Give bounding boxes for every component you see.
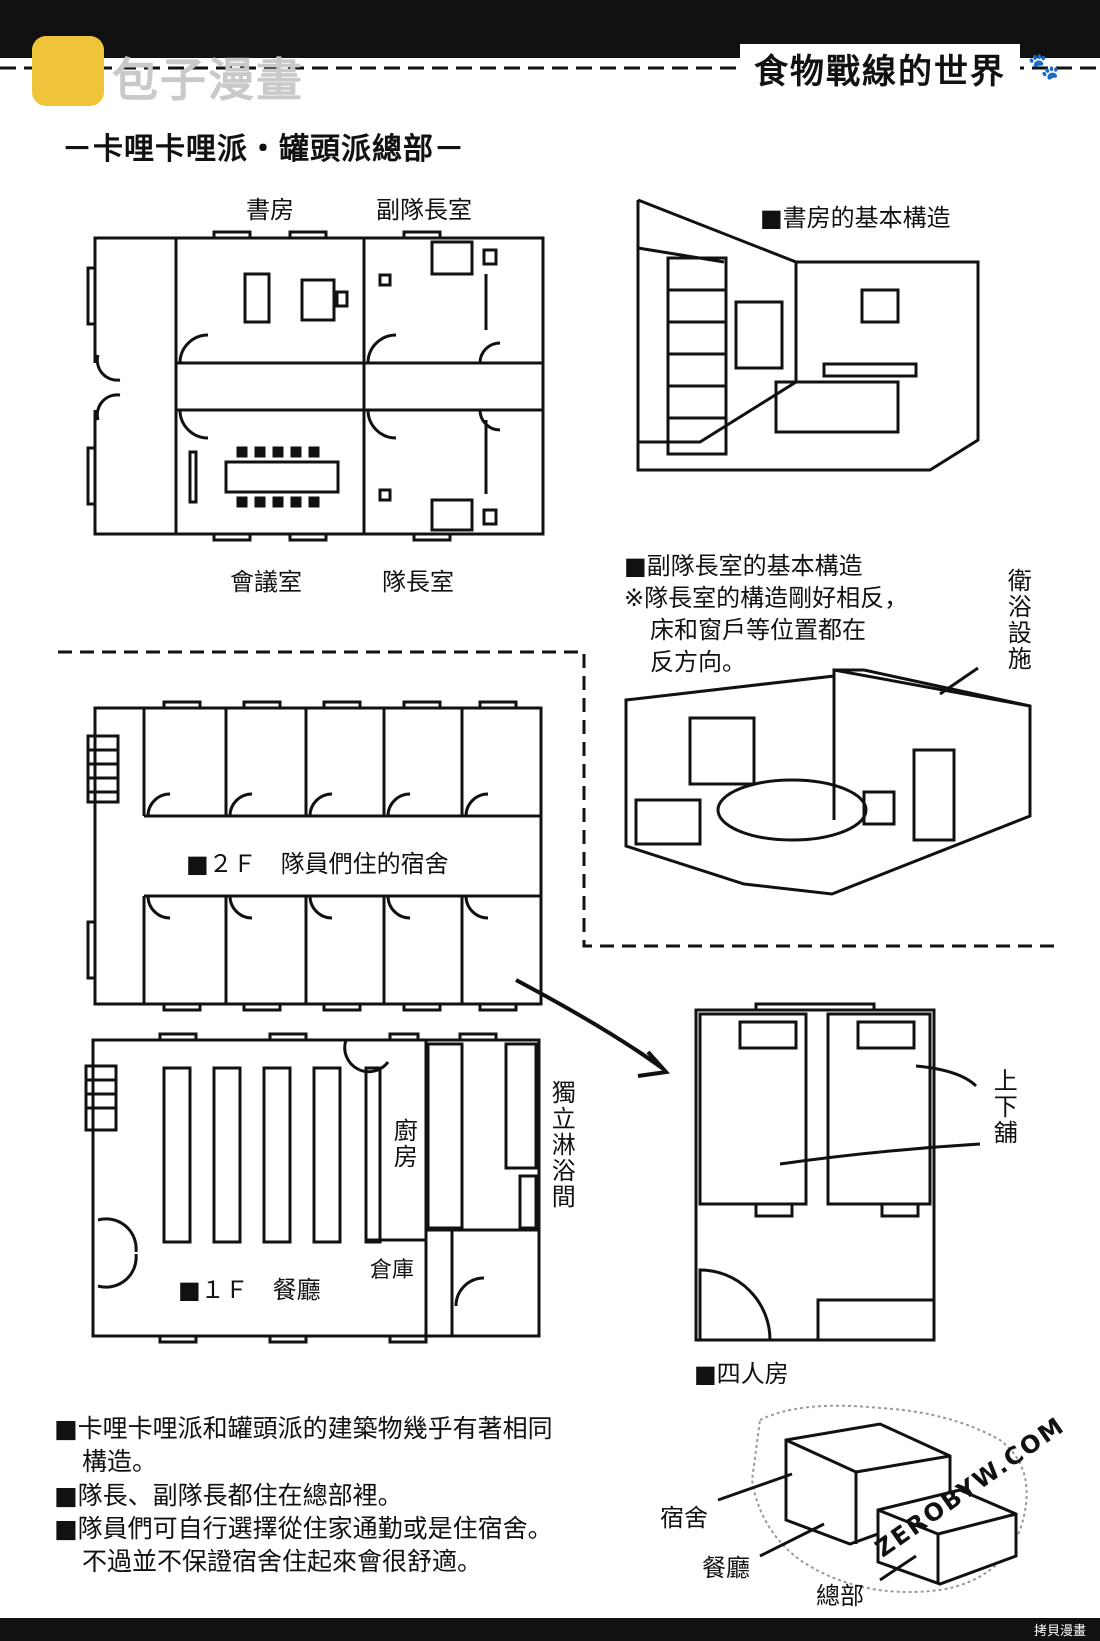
hq-exterior-sketch	[717, 1404, 1028, 1593]
exterior-label-dorm: 宿舍	[660, 1504, 708, 1532]
four-person-room-plan	[694, 1002, 981, 1342]
site-logo-text: 包子漫畫	[112, 53, 304, 107]
floor2-label: ■２Ｆ 隊員們住的宿舍	[186, 850, 449, 878]
room-label-captain: 隊長室	[382, 568, 454, 596]
kitchen-label: 廚房	[389, 1118, 418, 1170]
floor1-label: ■１Ｆ 餐廳	[178, 1276, 321, 1304]
exterior-label-dining: 餐廳	[702, 1554, 750, 1582]
room-label-vice-captain: 副隊長室	[376, 196, 472, 224]
site-logo-icon	[32, 36, 104, 106]
bunk-bed-label: 上下舖	[989, 1068, 1018, 1146]
room-label-study: 書房	[246, 196, 294, 224]
footer-credit: 拷貝漫畫	[1033, 1624, 1086, 1639]
shower-label: 獨立淋浴間	[547, 1080, 576, 1210]
vice-room-note-2: 床和窗戶等位置都在	[650, 616, 866, 644]
arrow-to-room	[515, 978, 664, 1070]
storage-label: 倉庫	[370, 1258, 415, 1283]
notes-block: ■卡哩卡哩派和罐頭派的建築物幾乎有著相同 構造。 ■隊長、副隊長都住在總部裡。 …	[54, 1412, 553, 1578]
hq-floorplan	[86, 230, 545, 542]
exterior-label-hq: 總部	[816, 1582, 864, 1610]
section-title: －卡哩卡哩派・罐頭派總部－	[62, 132, 465, 167]
four-person-room-caption: ■四人房	[694, 1360, 789, 1388]
note-line: ■隊員們可自行選擇從住家通勤或是住宿舍。	[54, 1513, 553, 1543]
study-room-sketch	[636, 198, 980, 472]
paw-icon: 🐾	[1027, 52, 1060, 82]
study-structure-caption: ■書房的基本構造	[760, 204, 951, 232]
page-header-title: 食物戰線的世界	[740, 44, 1020, 93]
vice-room-sketch	[624, 666, 1032, 896]
vice-room-note-1: ※隊長室的構造剛好相反，	[624, 584, 909, 612]
note-line: ■隊長、副隊長都住在總部裡。	[54, 1480, 403, 1510]
bath-facility-label: 衛浴設施	[1003, 568, 1032, 672]
room-label-meeting: 會議室	[230, 568, 302, 596]
note-line: 構造。	[82, 1447, 158, 1477]
note-line: ■卡哩卡哩派和罐頭派的建築物幾乎有著相同	[54, 1414, 553, 1443]
vice-room-caption: ■副隊長室的基本構造	[624, 552, 863, 580]
floor2-dorm-plan	[86, 700, 543, 1012]
note-line: 不過並不保證宿舍住起來會很舒適。	[82, 1547, 483, 1576]
vice-room-note-3: 反方向。	[650, 648, 746, 676]
footer-bar	[0, 1618, 1100, 1641]
dashed-divider	[58, 650, 1058, 948]
floor1-dining-plan	[84, 1032, 541, 1344]
